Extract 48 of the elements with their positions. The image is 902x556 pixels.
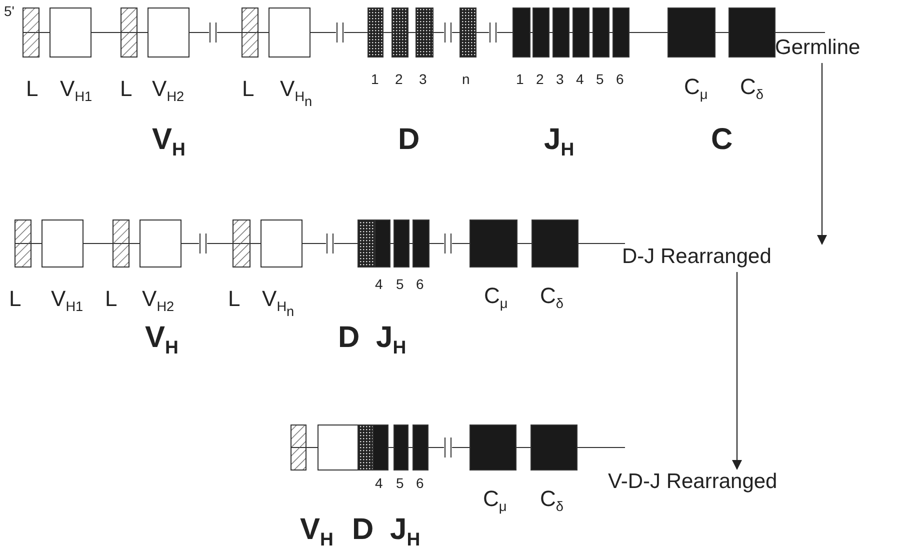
exon-number: 4 [576,72,584,86]
segment-label: C$_{δ}$ [540,488,564,514]
segment-label: C$_{δ}$ [740,76,764,102]
arrow [732,272,742,470]
exon-number: n [462,72,470,86]
region-label: J$_{H}$ [376,323,406,358]
segment-label: L [105,288,118,310]
segment-label: V$_{H1}$ [51,288,84,314]
region-label: V$_{H}$ [152,125,186,160]
exon-number: 2 [536,72,544,86]
exon-number: 4 [375,476,383,490]
segment-label: L [242,78,254,100]
segment-label: L [228,288,240,310]
stage-label: D-J Rearranged [622,245,772,268]
segment-label: C$_{μ}$ [484,285,508,310]
exon-number: 3 [556,72,564,86]
region-label: V$_{H}$ [145,323,178,358]
strand-end-label: 5' [4,4,14,18]
segment-label: V$_{H2}$ [142,288,174,314]
exon-number: 6 [416,476,424,490]
region-label: J$_{H}$ [544,125,574,160]
exon-number: 4 [375,277,383,291]
exon-number: 6 [416,277,424,291]
segment-label: V$_{H1}$ [60,78,92,104]
exon-number: 1 [371,72,379,86]
region-label: D [352,515,374,545]
segment-label: L [120,78,132,100]
region-label: J$_{H}$ [390,515,420,550]
stage-label: V-D-J Rearranged [608,470,778,494]
segment-label: L [9,288,22,310]
segment-label: C$_{μ}$ [684,76,708,102]
stage-label: Germline [775,36,860,60]
exon-number: 6 [616,72,624,86]
exon-number: 1 [516,72,524,86]
segment-label: C$_{δ}$ [540,285,564,310]
exon-number: 5 [596,72,604,86]
region-label: D [338,323,360,353]
segment-label: V$_{H2}$ [152,78,184,104]
exon-number: 3 [419,72,427,86]
exon-number: 2 [395,72,403,86]
arrow [817,63,827,245]
region-label: V$_{H}$ [300,515,334,550]
region-label: C [711,125,733,155]
region-label: D [398,125,420,155]
segment-label: C$_{μ}$ [483,488,507,514]
exon-number: 5 [396,277,404,291]
segment-label: L [26,78,38,100]
exon-number: 5 [396,476,404,490]
